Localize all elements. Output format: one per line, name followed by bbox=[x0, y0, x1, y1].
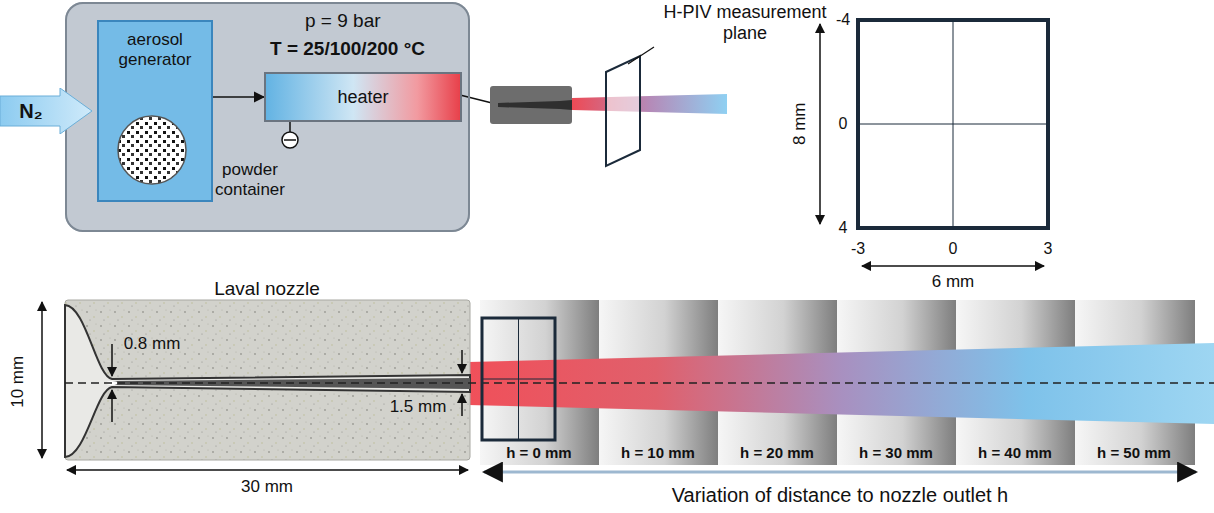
measurement-window bbox=[858, 20, 1048, 228]
annotation-label: 0.8 mm bbox=[120, 334, 184, 354]
node-text: T = 25/100/200 °C bbox=[270, 38, 425, 60]
measurement-plane bbox=[606, 56, 640, 166]
dimension-arrow bbox=[41, 302, 43, 458]
annotation-label: powder container bbox=[210, 160, 290, 199]
nozzle-body bbox=[490, 86, 572, 124]
gauge-symbol bbox=[282, 132, 298, 148]
aerosol-generator-box: aerosol generator bbox=[97, 20, 213, 202]
annotation-label: 6 mm bbox=[923, 272, 983, 292]
annotation-label: 1.5 mm bbox=[386, 397, 450, 417]
annotation-label: 4 bbox=[832, 219, 854, 237]
flow-connector bbox=[213, 96, 264, 98]
annotation-label: Laval nozzle bbox=[202, 278, 332, 300]
dimension-arrow bbox=[819, 24, 821, 224]
axis-line bbox=[482, 379, 555, 380]
annotation-label: 0 bbox=[832, 115, 854, 133]
annotation-label: -4 bbox=[832, 11, 854, 29]
annotation-label: h = 50 mm bbox=[1079, 444, 1189, 461]
arrow-shape bbox=[0, 88, 92, 134]
nozzle-bore bbox=[498, 100, 572, 110]
gas-inlet-arrow: N₂ bbox=[0, 88, 92, 134]
node-text: heater bbox=[337, 87, 388, 108]
annotation-label: H-PIV measurement plane bbox=[656, 2, 834, 43]
node-text: N₂ bbox=[19, 100, 42, 123]
measurement-window bbox=[482, 318, 555, 440]
dimension-arrow bbox=[111, 344, 113, 376]
arrow-outline bbox=[0, 88, 92, 134]
gauge-mark bbox=[284, 139, 296, 141]
annotation-label: h = 10 mm bbox=[603, 444, 713, 461]
annotation-label: 3 bbox=[1037, 240, 1059, 258]
annotation-label: 0 bbox=[942, 240, 964, 258]
annotation-label: h = 40 mm bbox=[960, 444, 1070, 461]
annotation-label: 30 mm bbox=[235, 477, 299, 497]
chamber-fill bbox=[65, 2, 470, 232]
powder-circle bbox=[118, 116, 186, 184]
distance-arrow bbox=[484, 471, 1196, 474]
dimension-arrow bbox=[67, 469, 468, 471]
dimension-arrow bbox=[862, 265, 1044, 267]
nozzle-texture bbox=[65, 300, 470, 460]
annotation-label: h = 20 mm bbox=[722, 444, 832, 461]
dimension-arrow bbox=[111, 390, 113, 422]
jet bbox=[572, 94, 727, 114]
nozzle-channel bbox=[65, 305, 470, 457]
heater-box: heater bbox=[264, 72, 462, 122]
annotation-label: h = 0 mm bbox=[484, 444, 594, 461]
dimension-arrow bbox=[461, 350, 463, 373]
node-text: p = 9 bar bbox=[305, 10, 381, 32]
annotation-label: h = 30 mm bbox=[841, 444, 951, 461]
dimension-arrow bbox=[461, 394, 463, 416]
axis-line bbox=[858, 124, 1048, 125]
leader-line bbox=[628, 47, 654, 64]
node-text: aerosol generator bbox=[99, 30, 211, 69]
annotation-label: Variation of distance to nozzle outlet h bbox=[620, 484, 1060, 507]
annotation-label: -3 bbox=[846, 240, 870, 258]
centre-line bbox=[65, 382, 1214, 383]
dimension-label: 8 mm bbox=[790, 94, 810, 154]
nozzle-block bbox=[65, 300, 470, 460]
dimension-label: 10 mm bbox=[8, 352, 28, 412]
